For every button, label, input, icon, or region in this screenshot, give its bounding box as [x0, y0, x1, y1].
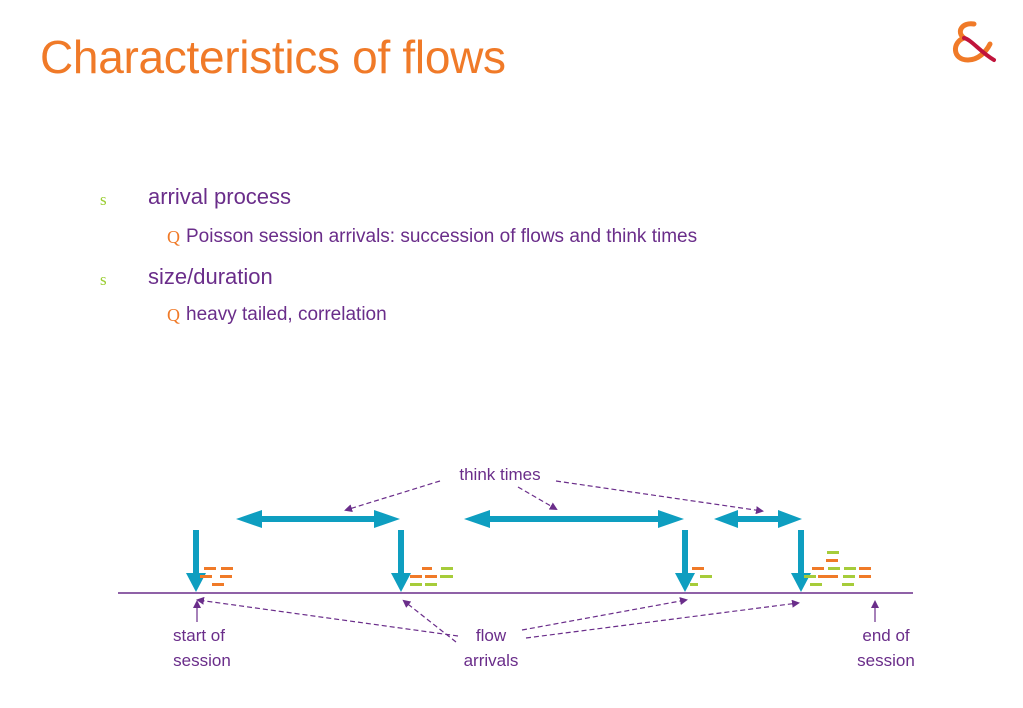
bullet-label: size/duration: [148, 264, 273, 289]
bullet-label: arrival process: [148, 184, 292, 209]
flow-arrival-arrow: [791, 530, 811, 592]
ampersand-logo-icon: [953, 21, 996, 63]
flow-packets: [804, 551, 871, 586]
bullet-marker: s: [100, 190, 107, 209]
start-of-session-label-2: session: [173, 651, 231, 670]
think-time-arrow: [236, 510, 400, 528]
slide-title: Characteristics of flows: [40, 31, 506, 83]
subbullet-marker: Q: [167, 305, 180, 325]
start-of-session-label: start of: [173, 626, 225, 645]
subbullet-marker: Q: [167, 227, 180, 247]
subbullet-poisson: Q Poisson session arrivals: succession o…: [167, 226, 698, 248]
flow-arrival-arrow: [391, 530, 411, 592]
bullet-marker: s: [100, 270, 107, 289]
think-times-label: think times: [459, 465, 540, 484]
subbullet-heavy-tailed: Q heavy tailed, correlation: [167, 304, 387, 326]
think-time-arrow: [714, 510, 802, 528]
bullet-arrival-process: s arrival process: [100, 184, 292, 210]
end-of-session-label-2: session: [857, 651, 915, 670]
flow-arrivals-label: flow: [476, 626, 507, 645]
subbullet-label: heavy tailed, correlation: [186, 304, 387, 325]
think-times-pointers: [344, 480, 764, 515]
flow-packets: [200, 567, 233, 586]
flow-packets: [690, 567, 712, 586]
flow-arrivals-label-2: arrivals: [464, 651, 519, 670]
subbullet-label: Poisson session arrivals: succession of …: [186, 226, 698, 247]
flow-arrival-arrow: [675, 530, 695, 592]
flow-arrival-arrow: [186, 530, 206, 592]
think-time-arrow: [464, 510, 684, 528]
flow-packets: [410, 567, 453, 586]
bullet-size-duration: s size/duration: [100, 264, 273, 290]
flow-arrivals-pointers: [196, 596, 800, 643]
end-of-session-label: end of: [862, 626, 910, 645]
